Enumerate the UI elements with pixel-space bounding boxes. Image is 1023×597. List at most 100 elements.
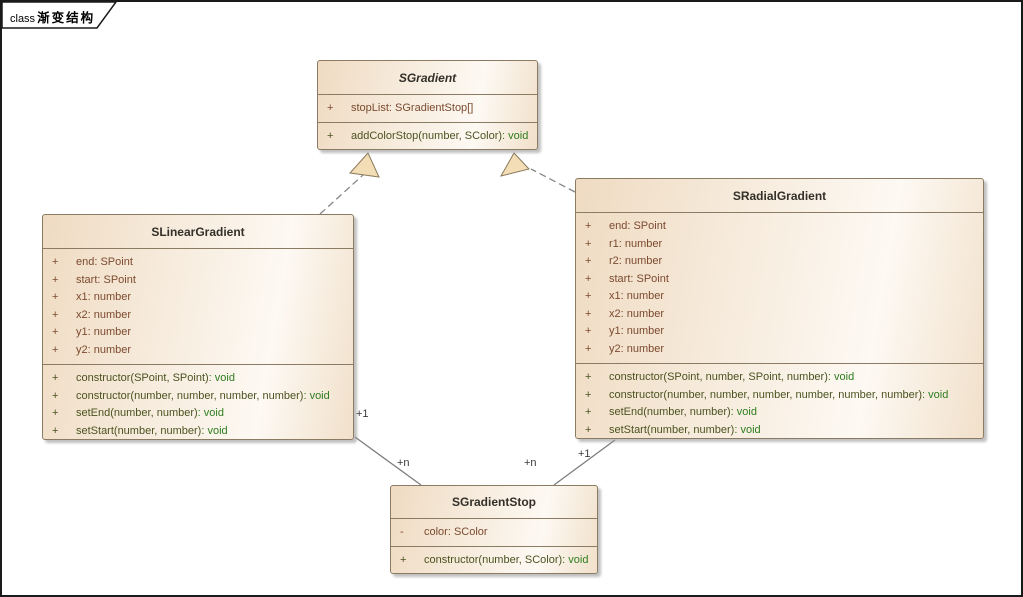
operation-row: + setEnd(number, number): void (576, 404, 983, 422)
class-box-sgradientstop[interactable]: SGradientStop -color: SColor +constructo… (390, 485, 598, 574)
frame-keyword: class (10, 13, 36, 25)
attribute-text: start: SPoint (76, 273, 136, 286)
class-box-slineargradient[interactable]: SLinearGradient + end: SPoint + start: SPo… (42, 214, 354, 440)
visibility-marker: + (52, 343, 59, 356)
attribute-text: x2: number (76, 308, 132, 321)
attribute-row: + x2: number (576, 306, 983, 324)
operation-return: : void (827, 371, 855, 383)
visibility-marker: + (52, 256, 59, 268)
operation-return: : void (734, 423, 761, 436)
visibility-marker: + (52, 326, 59, 338)
visibility-marker: + (327, 130, 334, 142)
association-connector-right[interactable] (553, 439, 616, 486)
multiplicity-label-right-target: +n (524, 457, 537, 469)
attribute-text: x2: number (609, 307, 665, 320)
realization-connector-left[interactable] (319, 174, 364, 215)
operation-row: + constructor(SPoint, number, SPoint, num… (576, 369, 983, 387)
visibility-marker: + (327, 102, 334, 114)
operation-signature: constructor(number, number, number, numb… (76, 389, 304, 402)
class-title: SLinearGradient (43, 215, 353, 249)
attribute-row: + stopList: SGradientStop[] (318, 100, 537, 118)
operation-return: : void (208, 372, 235, 384)
operation-signature: constructor(number, SColor) (424, 554, 563, 566)
operation-row: + addColorStop(number, SColor): void (318, 128, 537, 146)
visibility-marker: + (52, 273, 59, 286)
attribute-text: end: SPoint (609, 220, 666, 232)
inheritance-arrow-left-icon (348, 152, 380, 178)
visibility-marker: + (52, 407, 59, 419)
class-box-sgradient[interactable]: SGradient +stopList: SGradientStop[] +ad… (317, 60, 538, 150)
multiplicity-label-right-source: +1 (578, 448, 591, 460)
operation-signature: constructor(SPoint, SPoint) (76, 372, 209, 384)
attribute-text: y2: number (609, 342, 665, 355)
visibility-marker: + (52, 308, 59, 321)
operation-return: : void (502, 130, 529, 142)
attribute-row: - color: SColor (391, 524, 597, 542)
attribute-row: + y1: number (43, 324, 353, 342)
association-connector-left[interactable] (354, 436, 422, 486)
visibility-marker: + (585, 371, 592, 383)
operation-row: +setStart(number, number): void (576, 422, 983, 440)
operation-row: +setStart(number, number): void (43, 423, 353, 441)
operation-return: : void (730, 406, 757, 418)
attribute-row: + end: SPoint (576, 218, 983, 236)
operation-return: : void (922, 388, 949, 401)
operation-row: +setEnd(number, number): void (43, 405, 353, 423)
visibility-marker: + (52, 291, 59, 303)
frame-tab-shape (2, 2, 117, 29)
operation-signature: constructor(SPoint, number, SPoint, numb… (609, 371, 828, 383)
realization-connector-right[interactable] (530, 168, 576, 193)
operation-return: : void (562, 554, 589, 566)
visibility-marker: - (400, 526, 404, 538)
operation-return: : void (303, 389, 330, 402)
attribute-row: + y2: number (576, 341, 983, 359)
attribute-text: y1: number (609, 325, 665, 337)
visibility-marker: + (585, 406, 592, 418)
attribute-row: + x2: number (43, 307, 353, 325)
visibility-marker: + (52, 372, 59, 384)
class-box-sradialgradient[interactable]: SRadialGradient + end: SPoint + r1: number… (575, 178, 984, 439)
visibility-marker: + (52, 424, 59, 437)
attribute-text: stopList: SGradientStop[] (351, 102, 474, 114)
operation-signature: setStart(number, number) (76, 424, 202, 437)
visibility-marker: + (585, 237, 592, 250)
visibility-marker: + (585, 255, 592, 267)
operation-row: + constructor(SPoint, SPoint): void (43, 370, 353, 388)
attribute-text: start: SPoint (609, 272, 669, 285)
visibility-marker: + (585, 307, 592, 320)
attribute-text: y1: number (76, 326, 132, 338)
visibility-marker: + (585, 272, 592, 285)
operation-signature: addColorStop(number, SColor) (351, 130, 503, 142)
visibility-marker: + (585, 423, 592, 436)
operation-signature: constructor(number, number, number, numb… (609, 388, 923, 401)
attribute-text: x1: number (609, 290, 665, 302)
frame-title: 渐变结构 (37, 11, 96, 25)
attribute-row: + y2: number (43, 342, 353, 360)
attribute-text: x1: number (76, 291, 132, 303)
attribute-text: y2: number (76, 343, 132, 356)
attribute-text: r1: number (609, 237, 663, 250)
operation-signature: setEnd(number, number) (76, 407, 198, 419)
class-title: SGradientStop (391, 486, 597, 519)
visibility-marker: + (585, 290, 592, 302)
visibility-marker: + (585, 325, 592, 337)
attribute-row: + end: SPoint (43, 254, 353, 272)
attribute-row: + y1: number (576, 323, 983, 341)
operation-signature: setEnd(number, number) (609, 406, 731, 418)
inheritance-arrow-right-icon (499, 152, 530, 177)
attribute-text: r2: number (609, 255, 663, 267)
attribute-row: + r1: number (576, 236, 983, 254)
visibility-marker: + (585, 342, 592, 355)
attribute-text: end: SPoint (76, 256, 133, 268)
attribute-row: + start: SPoint (43, 272, 353, 290)
attribute-text: color: SColor (424, 526, 488, 538)
attribute-row: + start: SPoint (576, 271, 983, 289)
visibility-marker: + (585, 220, 592, 232)
class-title: SRadialGradient (576, 179, 983, 213)
visibility-marker: + (585, 388, 592, 401)
multiplicity-label-left-source: +1 (356, 408, 369, 420)
